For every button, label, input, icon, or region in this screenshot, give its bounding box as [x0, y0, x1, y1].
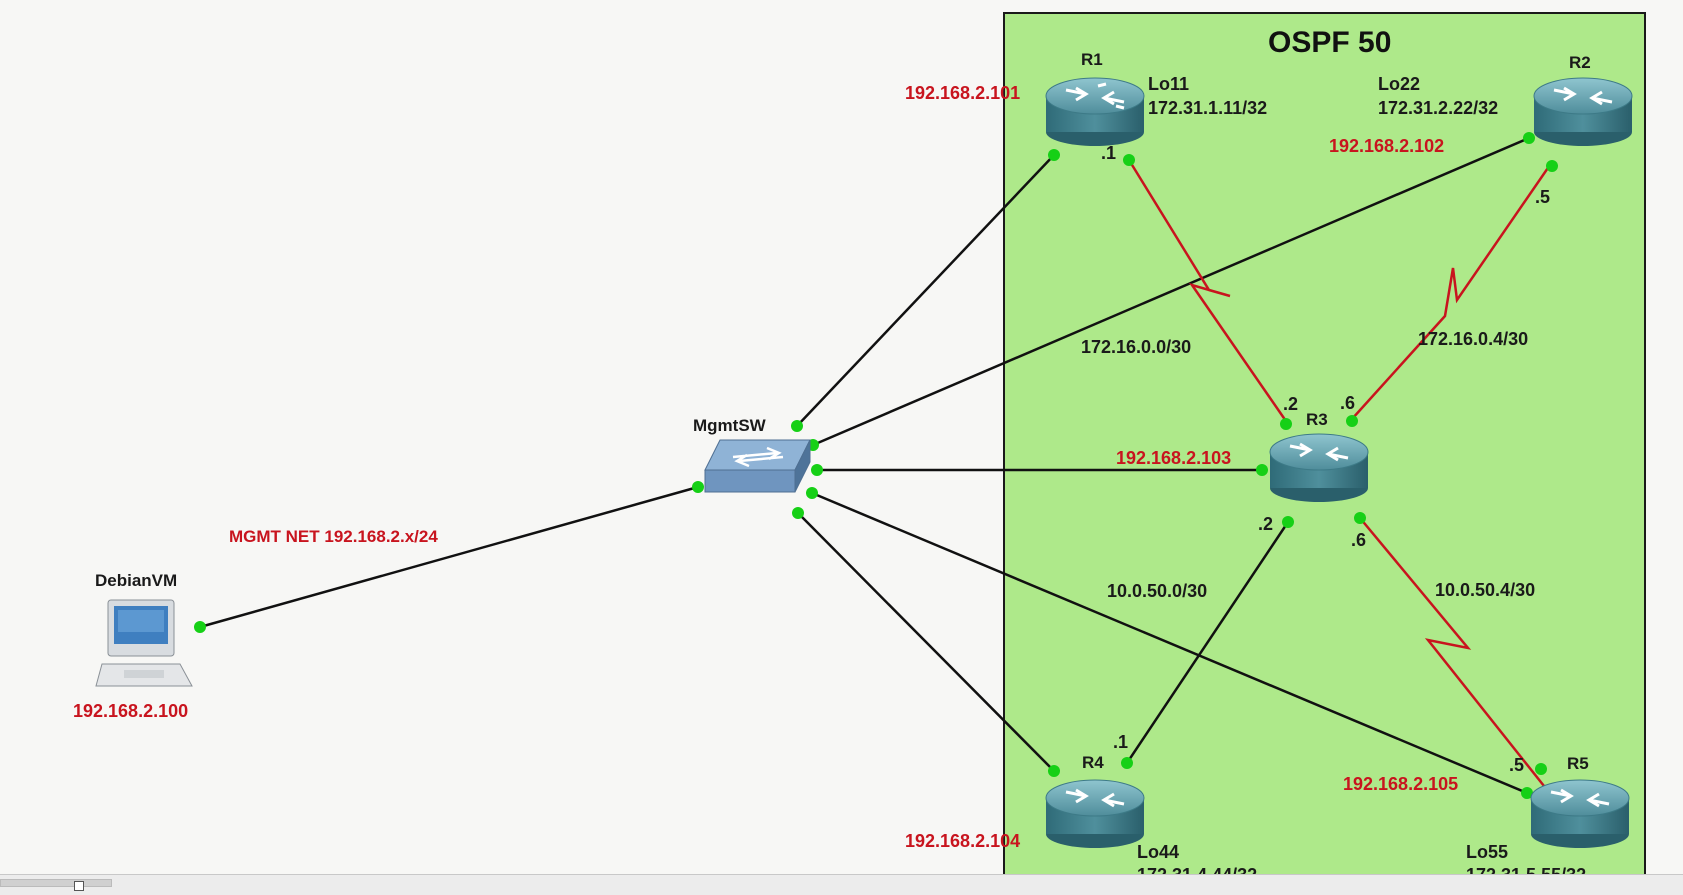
- switch-name: MgmtSW: [693, 416, 766, 435]
- link-r3-r4[interactable]: [1125, 521, 1290, 764]
- subnet-r3-r5: 10.0.50.4/30: [1435, 580, 1536, 600]
- link-mgmtsw-r2[interactable]: [812, 136, 1530, 447]
- r2-name: R2: [1569, 53, 1591, 72]
- laptop-icon[interactable]: [95, 599, 193, 687]
- subnet-r1-r3: 172.16.0.0/30: [1081, 337, 1192, 357]
- resize-grip-icon[interactable]: [74, 881, 84, 891]
- r1-name: R1: [1081, 50, 1103, 69]
- mgmt-net-label: MGMT NET 192.168.2.x/24: [229, 527, 438, 546]
- port: [1256, 464, 1268, 476]
- r4-mgmt-ip: 192.168.2.104: [905, 831, 1021, 851]
- link-r2-r3[interactable]: [1351, 161, 1554, 420]
- switch-icon[interactable]: [704, 439, 811, 493]
- port: [1123, 154, 1135, 166]
- r1-loopback-ip: 172.31.1.11/32: [1148, 98, 1268, 118]
- r3-serial-host-3: .6: [1351, 530, 1367, 550]
- subnet-r2-r3: 172.16.0.4/30: [1418, 329, 1529, 349]
- r5-name: R5: [1567, 754, 1589, 773]
- scrollbar-thumb[interactable]: [0, 879, 112, 887]
- port: [1523, 132, 1535, 144]
- port: [1346, 415, 1358, 427]
- r5-serial-host: .5: [1509, 755, 1525, 775]
- r3-mgmt-ip: 192.168.2.103: [1116, 448, 1232, 468]
- r2-mgmt-ip: 192.168.2.102: [1329, 136, 1445, 156]
- port: [811, 464, 823, 476]
- ospf-area-title: OSPF 50: [1268, 26, 1392, 59]
- host-ip: 192.168.2.100: [73, 701, 189, 721]
- link-mgmtsw-r4[interactable]: [797, 512, 1055, 772]
- link-r1-r3[interactable]: [1127, 159, 1290, 425]
- horizontal-scrollbar[interactable]: [0, 874, 1683, 895]
- r3-name: R3: [1306, 410, 1328, 429]
- r5-mgmt-ip: 192.168.2.105: [1343, 774, 1459, 794]
- r2-loopback-ip: 172.31.2.22/32: [1378, 98, 1499, 118]
- r2-loopback-name: Lo22: [1378, 74, 1421, 94]
- port: [1521, 787, 1533, 799]
- topology-canvas: OSPF 50 DebianVM 192.168.2.100 MGMT NET …: [73, 12, 1646, 884]
- port: [1048, 149, 1060, 161]
- port: [1354, 512, 1366, 524]
- router-icon[interactable]: [1045, 77, 1145, 146]
- port: [692, 481, 704, 493]
- port: [1546, 160, 1558, 172]
- subnet-r3-r4: 10.0.50.0/30: [1107, 581, 1208, 601]
- port: [1282, 516, 1294, 528]
- r1-serial-host: .1: [1101, 143, 1117, 163]
- r4-loopback-name: Lo44: [1137, 842, 1180, 862]
- r4-eth-host: .1: [1113, 732, 1129, 752]
- topology-links: [95, 12, 1646, 874]
- link-mgmtsw-r1[interactable]: [796, 154, 1055, 427]
- r2-serial-host: .5: [1535, 187, 1551, 207]
- router-icon[interactable]: [1045, 779, 1145, 848]
- router-icon[interactable]: [1530, 779, 1630, 848]
- r3-eth-host: .2: [1258, 514, 1274, 534]
- link-mgmtsw-r5[interactable]: [811, 491, 1528, 795]
- port: [792, 507, 804, 519]
- link-debianvm-mgmtsw[interactable]: [199, 485, 699, 629]
- port: [1121, 757, 1133, 769]
- port: [791, 420, 803, 432]
- r4-name: R4: [1082, 753, 1104, 772]
- router-icon[interactable]: [1269, 433, 1369, 502]
- host-name: DebianVM: [95, 571, 178, 590]
- link-r3-r5[interactable]: [1359, 517, 1545, 787]
- r3-serial-host-2: .6: [1340, 393, 1356, 413]
- port: [194, 621, 206, 633]
- port: [806, 487, 818, 499]
- port: [1280, 418, 1292, 430]
- port: [1535, 763, 1547, 775]
- r5-loopback-name: Lo55: [1466, 842, 1509, 862]
- port: [1048, 765, 1060, 777]
- r1-mgmt-ip: 192.168.2.101: [905, 83, 1021, 103]
- r3-serial-host-1: .2: [1283, 394, 1299, 414]
- router-icon[interactable]: [1533, 77, 1633, 146]
- r1-loopback-name: Lo11: [1148, 74, 1190, 94]
